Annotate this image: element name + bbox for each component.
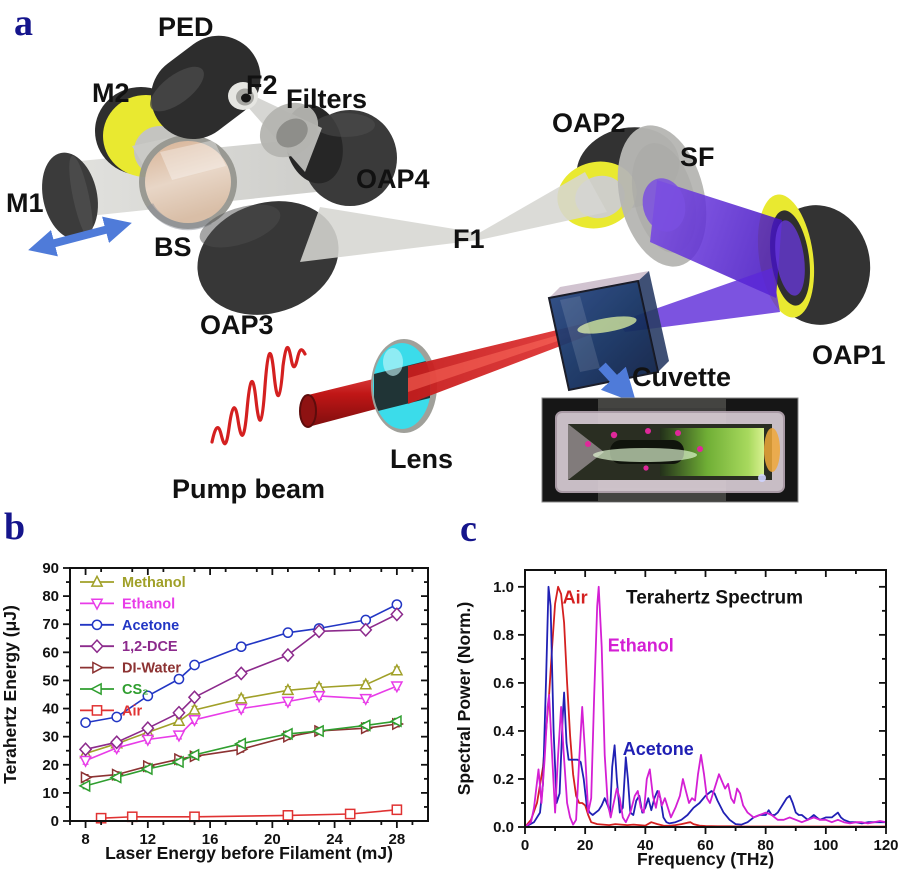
series-Ethanol	[524, 585, 887, 828]
sf-purple-window	[642, 178, 686, 232]
svg-text:80: 80	[757, 837, 774, 854]
label-oap3: OAP3	[200, 310, 274, 340]
beamsplitter-bs	[139, 135, 237, 231]
svg-text:10: 10	[42, 785, 59, 802]
svg-text:60: 60	[42, 644, 59, 661]
svg-text:0.6: 0.6	[493, 675, 514, 692]
svg-text:120: 120	[873, 837, 898, 854]
svg-text:0.4: 0.4	[493, 723, 515, 740]
svg-text:16: 16	[202, 831, 219, 848]
label-bs: BS	[154, 232, 192, 262]
svg-text:100: 100	[813, 837, 838, 854]
series-DI-Water	[80, 717, 405, 784]
svg-text:40: 40	[42, 701, 59, 718]
pump-beam-end-cap	[299, 394, 317, 428]
svg-text:40: 40	[637, 837, 654, 854]
label-oap2: OAP2	[552, 108, 626, 138]
svg-text:24: 24	[326, 831, 343, 848]
svg-text:Methanol: Methanol	[122, 575, 186, 591]
svg-text:20: 20	[42, 757, 59, 774]
label-m1: M1	[6, 188, 44, 218]
label-pump-beam: Pump beam	[172, 474, 325, 504]
label-oap4: OAP4	[356, 164, 430, 194]
optical-setup-diagram: PED F2 Filters M2 M1 BS OAP3 OAP4 F1 OAP…	[6, 12, 886, 504]
label-m2: M2	[92, 78, 130, 108]
label-f2: F2	[246, 70, 278, 100]
label-sf: SF	[680, 142, 715, 172]
panel-b-letter: b	[4, 506, 26, 548]
svg-text:1,2-DCE: 1,2-DCE	[122, 639, 178, 655]
ped-aperture	[228, 82, 258, 110]
svg-text:8: 8	[81, 831, 89, 848]
cuvette-photo-arrow	[598, 362, 637, 404]
label-filters: Filters	[286, 84, 367, 114]
svg-text:20: 20	[577, 837, 594, 854]
label-lens: Lens	[390, 444, 453, 474]
panel-a-letter: a	[14, 2, 33, 44]
svg-text:0.8: 0.8	[493, 627, 514, 644]
label-ped: PED	[158, 12, 214, 42]
chart-title: Terahertz Spectrum	[626, 588, 803, 609]
pump-beam-cone-core	[408, 326, 590, 392]
svg-text:30: 30	[42, 729, 59, 746]
thz-beam-f1-oap2	[479, 172, 607, 240]
label-cuvette: Cuvette	[632, 362, 731, 392]
m1-translation-arrow	[28, 216, 132, 257]
thz-spectrum-chart: 0 20 40 60 80 100 120 0.0 0.2 0.4 0.6 0.8 1.0Frequen…	[455, 569, 899, 869]
svg-text:CS₂: CS₂	[122, 682, 149, 698]
annotation-Acetone: Acetone	[623, 739, 694, 759]
svg-text:50: 50	[42, 672, 59, 689]
svg-text:90: 90	[42, 560, 59, 577]
pump-pulse-squiggle	[210, 346, 307, 446]
oap3-mirror	[197, 201, 339, 315]
svg-text:0.0: 0.0	[493, 819, 514, 836]
svg-text:20: 20	[264, 831, 281, 848]
svg-text:28: 28	[389, 831, 406, 848]
x-axis-label: Frequency (THz)	[637, 849, 774, 869]
svg-text:1.0: 1.0	[493, 579, 514, 596]
svg-text:60: 60	[697, 837, 714, 854]
svg-text:80: 80	[42, 588, 59, 605]
thz-beam-oap3-f1	[300, 207, 479, 262]
filters-disc	[259, 102, 319, 158]
series-CS₂	[78, 714, 402, 793]
oap1-purple-spot	[775, 220, 805, 296]
annotation-Air: Air	[563, 588, 588, 608]
svg-text:DI-Water: DI-Water	[122, 661, 181, 677]
cuvette-photo	[541, 397, 799, 503]
annotation-Ethanol: Ethanol	[608, 636, 674, 656]
ped-detector	[150, 35, 261, 140]
label-f1: F1	[453, 224, 485, 254]
series-1,2-DCE	[78, 607, 404, 757]
svg-text:Acetone: Acetone	[122, 618, 179, 634]
series-Ethanol	[79, 681, 404, 768]
y-axis-label: Spectral Power (Norm.)	[455, 602, 474, 796]
panel-c-letter: c	[460, 508, 477, 550]
svg-text:12: 12	[139, 831, 156, 848]
cuvette	[547, 271, 669, 392]
svg-text:0: 0	[51, 813, 59, 830]
svg-text:0: 0	[521, 837, 529, 854]
svg-text:0.2: 0.2	[493, 771, 514, 788]
label-oap1: OAP1	[812, 340, 886, 370]
svg-text:Ethanol: Ethanol	[122, 596, 175, 612]
y-axis-label: Terahertz Energy (μJ)	[0, 605, 20, 784]
x-axis-label: Laser Energy before Filament (mJ)	[105, 843, 393, 863]
svg-text:Air: Air	[122, 703, 143, 719]
svg-text:70: 70	[42, 616, 59, 633]
